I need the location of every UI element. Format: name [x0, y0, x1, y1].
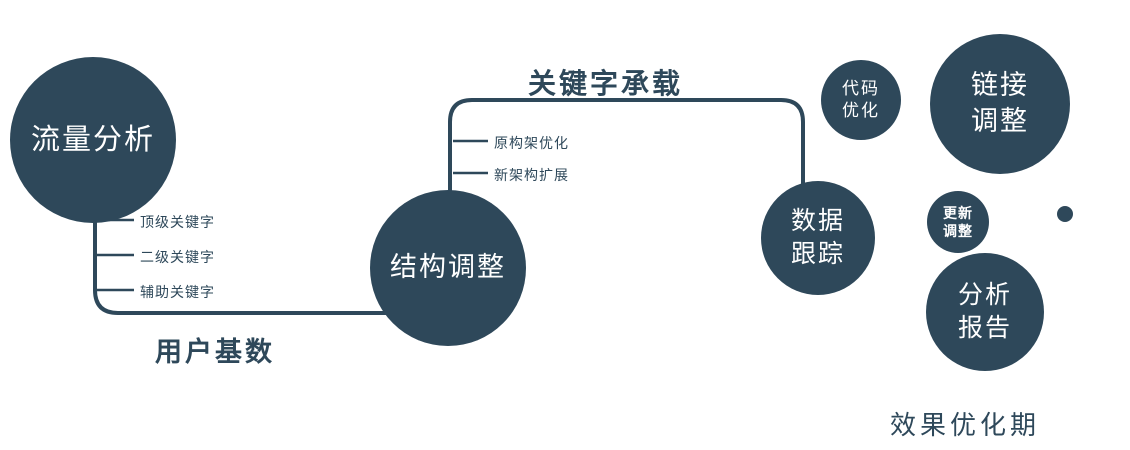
- link-adjustment-label-line2: 调整: [971, 106, 1029, 136]
- code-optimization-label-line1: 代码: [842, 78, 880, 98]
- data-tracking-node: 数据 跟踪: [761, 181, 875, 295]
- update-adjustment-label-line2: 调整: [943, 223, 973, 239]
- structure-adjustment-label: 结构调整: [390, 252, 506, 283]
- link-adjustment-node: 链接 调整: [930, 34, 1070, 174]
- traffic-analysis-label: 流量分析: [30, 123, 155, 156]
- edge-structure-tracking: [448, 98, 805, 196]
- update-adjustment-label-line1: 更新: [943, 204, 973, 221]
- analysis-report-label-line2: 报告: [957, 314, 1012, 342]
- update-adjustment-node: 更新 调整: [927, 191, 989, 253]
- analysis-report-node: 分析 报告: [926, 253, 1044, 371]
- branch-label-secondary-keywords: 二级关键字: [140, 249, 215, 265]
- traffic-analysis-node: 流量分析: [10, 57, 176, 223]
- data-tracking-label-line2: 跟踪: [790, 240, 845, 268]
- branch-label-new-architecture: 新架构扩展: [494, 167, 569, 183]
- branch-label-top-keywords: 顶级关键字: [140, 214, 215, 230]
- data-tracking-label-line1: 数据: [790, 207, 845, 235]
- code-optimization-label-line2: 优化: [842, 101, 880, 120]
- branch-label-original-architecture: 原构架优化: [494, 135, 569, 151]
- footer-label: 效果优化期: [890, 410, 1041, 440]
- user-base-label: 用户基数: [155, 337, 275, 367]
- branch-label-auxiliary-keywords: 辅助关键字: [140, 284, 215, 300]
- keyword-carry-label: 关键字承载: [528, 68, 684, 99]
- structure-adjustment-node: 结构调整: [370, 190, 526, 346]
- code-optimization-node: 代码 优化: [821, 60, 901, 140]
- analysis-report-label-line1: 分析: [957, 281, 1012, 309]
- bullet-dot: [1057, 206, 1073, 222]
- link-adjustment-label-line1: 链接: [971, 70, 1029, 101]
